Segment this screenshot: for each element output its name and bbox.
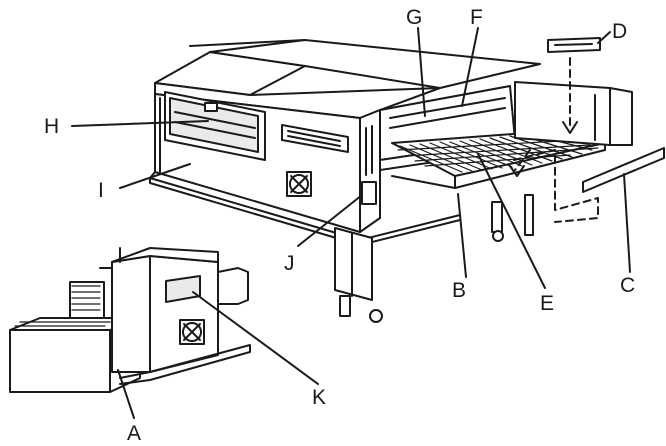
fan-grille bbox=[286, 171, 312, 197]
insertion-guides bbox=[513, 57, 599, 223]
callout-d: D bbox=[612, 20, 627, 43]
callout-k: K bbox=[312, 386, 326, 409]
conveyor-motor-box bbox=[514, 81, 633, 146]
callout-c: C bbox=[620, 274, 635, 297]
arrow-down-d bbox=[562, 121, 578, 134]
callout-j: J bbox=[284, 252, 295, 275]
callout-b: B bbox=[452, 279, 466, 302]
oven-legs bbox=[334, 194, 534, 323]
oven-window bbox=[164, 91, 266, 161]
inset-detail bbox=[9, 247, 251, 393]
callout-a: A bbox=[127, 422, 141, 445]
part-c bbox=[582, 147, 665, 193]
callout-e: E bbox=[540, 292, 554, 315]
leader-lines bbox=[71, 27, 631, 419]
control-panel bbox=[281, 124, 349, 153]
callout-f: F bbox=[470, 6, 483, 29]
callout-g: G bbox=[406, 6, 422, 29]
end-panel-j bbox=[361, 181, 377, 205]
callout-i: I bbox=[98, 179, 104, 202]
callout-h: H bbox=[44, 115, 59, 138]
arrow-down-e bbox=[509, 165, 525, 177]
